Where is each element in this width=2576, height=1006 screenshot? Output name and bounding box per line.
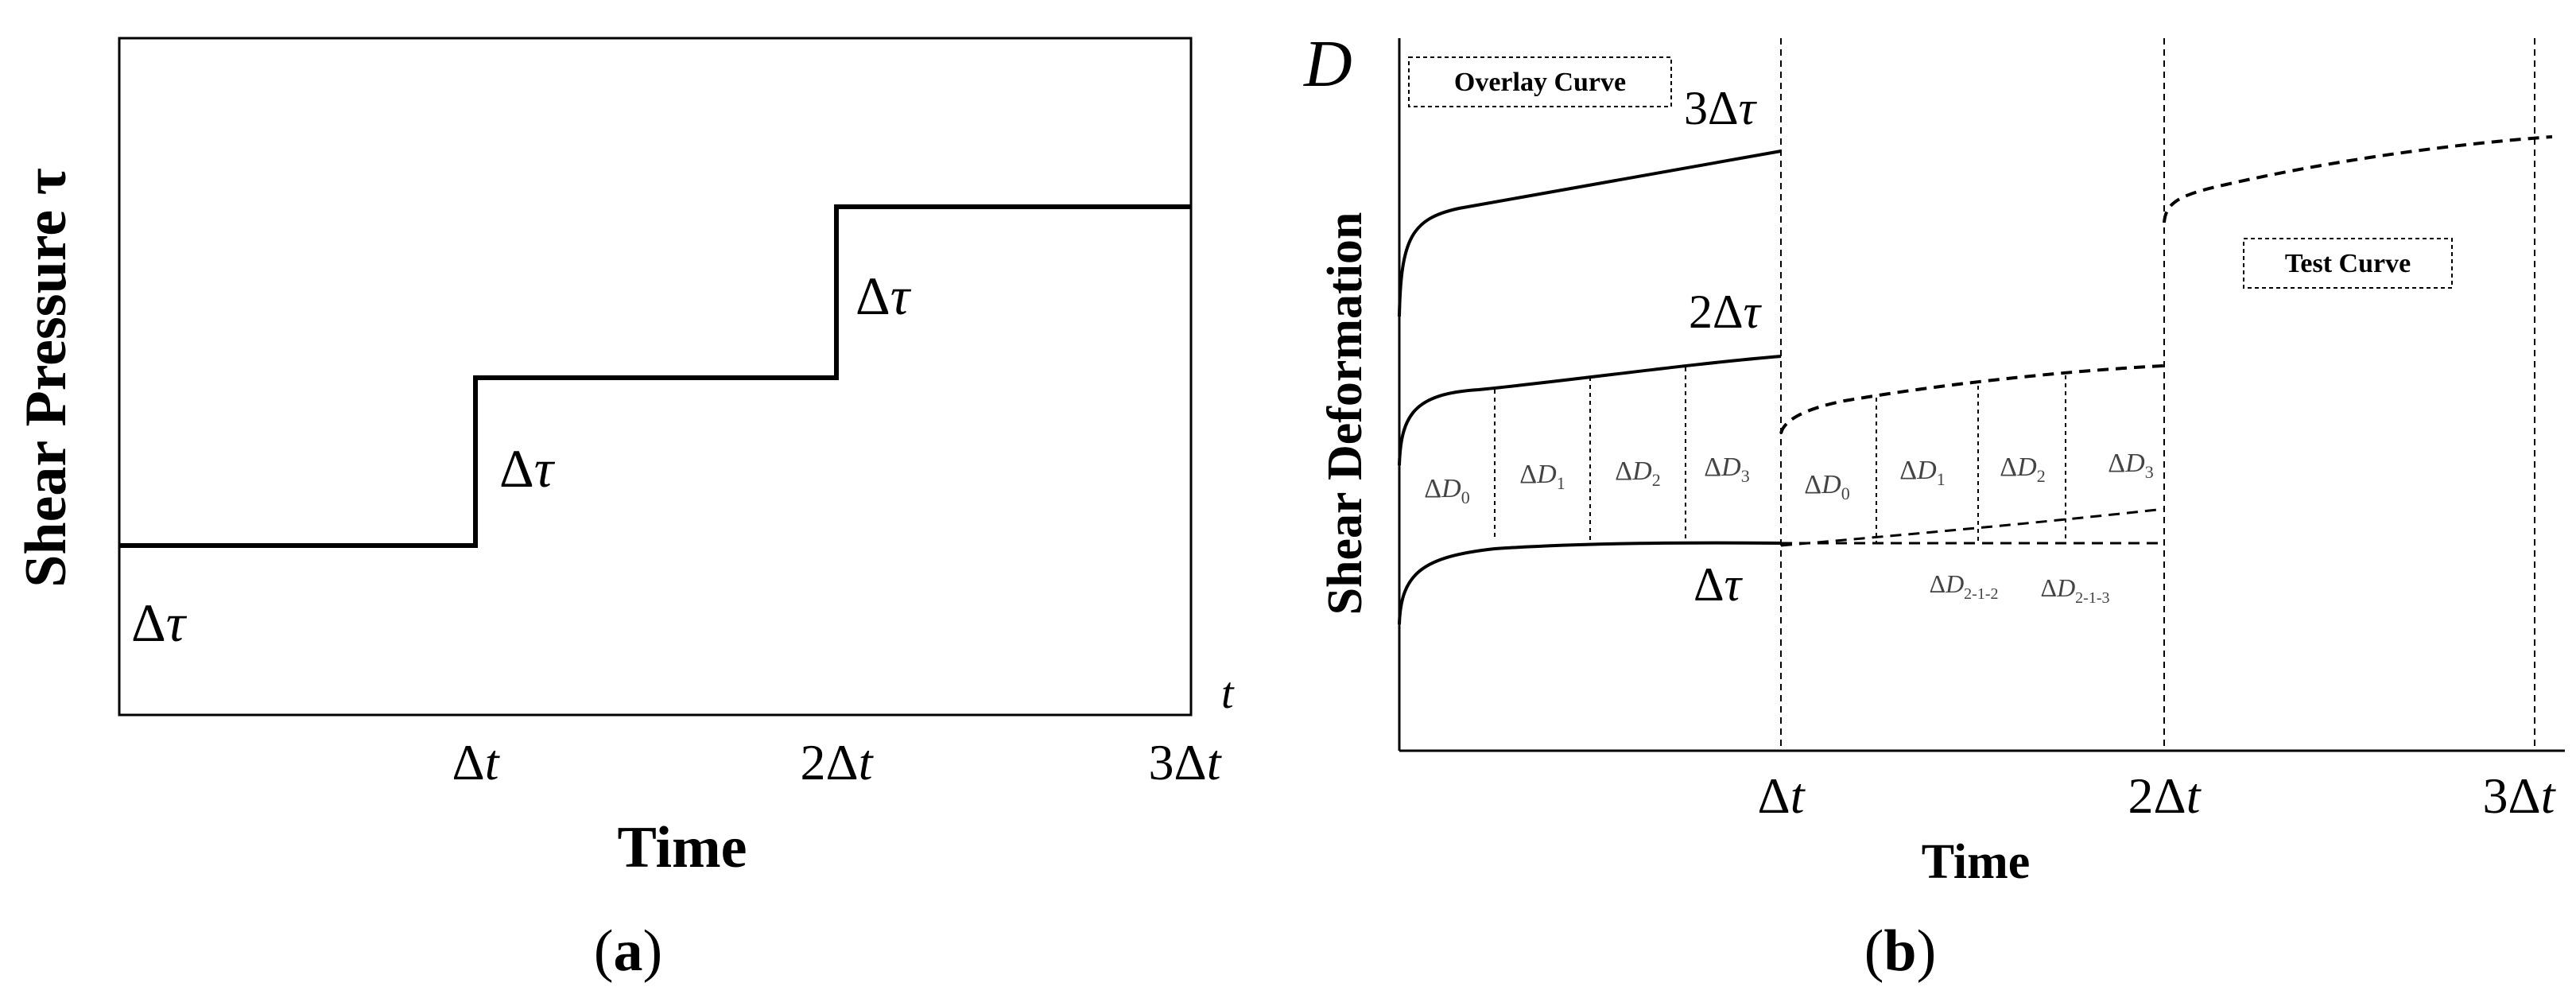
x-tick-3: 3Δt bbox=[2483, 767, 2557, 824]
overlay-curve-2dtau bbox=[1398, 355, 1782, 466]
x-axis-title: Time bbox=[617, 815, 747, 880]
x-axis-title: Time bbox=[1922, 835, 2031, 889]
test-curve-segment-2 bbox=[1779, 364, 2165, 434]
panel-a: Δτ Δτ Δτ t Δt 2Δt 3Δt Time Shear Pressur… bbox=[14, 37, 1235, 984]
overlay-curve-3dtau bbox=[1398, 150, 1782, 317]
increment-label: ΔD1 bbox=[1519, 460, 1565, 493]
panel-a-frame bbox=[118, 37, 1193, 717]
test-curve-label: Test Curve bbox=[2285, 249, 2411, 278]
curve-label-2dtau: 2Δτ bbox=[1689, 285, 1763, 338]
curve-label-3dtau: 3Δτ bbox=[1684, 82, 1758, 134]
overlay-curve-label: Overlay Curve bbox=[1454, 68, 1626, 97]
x-tick-2: 2Δt bbox=[801, 734, 875, 790]
overlay-curve-dtau bbox=[1398, 541, 1782, 625]
increment-label: ΔD2-1-2 bbox=[1929, 569, 1998, 603]
panel-b: ΔD0 ΔD1 ΔD2 ΔD3 ΔD0 ΔD1 ΔD2 ΔD3 ΔD2-1-2 … bbox=[1303, 27, 2565, 984]
x-tick-2: 2Δt bbox=[2128, 767, 2202, 824]
test-curve-continuation bbox=[1780, 507, 2165, 547]
x-tick-3: 3Δt bbox=[1149, 734, 1223, 790]
increment-label: ΔD2 bbox=[2000, 453, 2045, 486]
step-label-2: Δτ bbox=[499, 438, 556, 499]
step-load-line bbox=[119, 204, 1191, 548]
test-curve-segment-3 bbox=[2163, 135, 2553, 223]
increment-label: ΔD2 bbox=[1615, 456, 1660, 490]
x-tick-1: Δt bbox=[1758, 767, 1806, 824]
x-tick-1: Δt bbox=[452, 734, 501, 790]
axis-end-label-t: t bbox=[1221, 669, 1235, 718]
increment-label: ΔD2-1-3 bbox=[2040, 573, 2109, 607]
y-axis-title: Shear Deformation bbox=[1318, 212, 1372, 616]
y-axis-symbol: D bbox=[1303, 27, 1352, 101]
increment-label: ΔD0 bbox=[1424, 474, 1469, 507]
overlay-curve-box bbox=[1408, 56, 1672, 107]
step-label-3: Δτ bbox=[855, 266, 912, 326]
y-axis-title: Shear Pressure τ bbox=[14, 168, 79, 587]
increment-label: ΔD0 bbox=[1804, 470, 1849, 503]
test-curve-box bbox=[2243, 238, 2453, 289]
step-label-1: Δτ bbox=[131, 592, 188, 653]
increment-label: ΔD3 bbox=[1704, 453, 1749, 486]
caption-b: (b) bbox=[1864, 919, 1936, 984]
increment-label: ΔD1 bbox=[1899, 456, 1945, 489]
curve-label-dtau: Δτ bbox=[1693, 558, 1744, 611]
increment-label: ΔD3 bbox=[2108, 449, 2153, 482]
caption-a: (a) bbox=[594, 919, 662, 984]
